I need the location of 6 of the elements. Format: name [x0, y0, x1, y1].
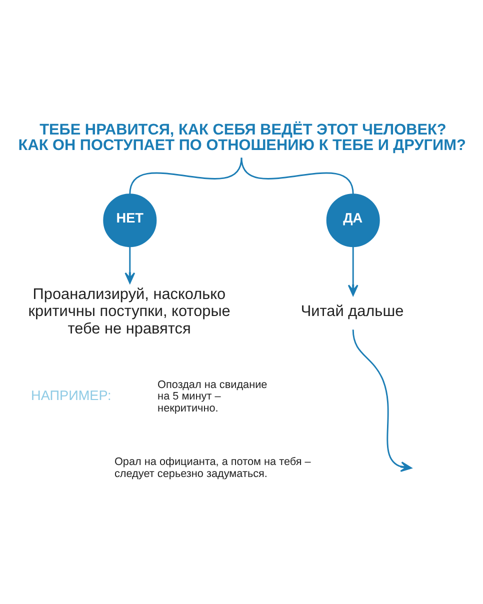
label: Орал на официанта, а потом на тебя – следует серьезно задуматься.: [114, 456, 311, 480]
node-text: Читай дальше: [300, 303, 404, 320]
label: НАПРИМЕР:: [31, 388, 112, 403]
node-text: ТЕБЕ НРАВИТСЯ, КАК СЕБЯ ВЕДЁТ ЭТОТ ЧЕЛОВЕК? КАК ОН ПОСТУПАЕТ ПО ОТНОШЕНИЮ К ТЕБЕ И ДРУГИМ?: [18, 122, 466, 154]
node-text: Проанализируй, насколько критичны поступки, которые тебе не нравятся: [28, 286, 230, 338]
label: Опоздал на свидание на 5 минут – некритично.: [158, 378, 268, 414]
